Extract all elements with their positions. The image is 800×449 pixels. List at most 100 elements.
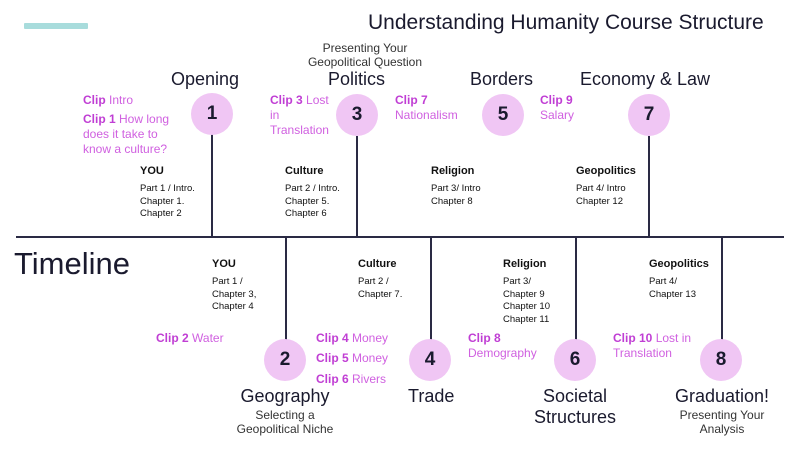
milestone-2-topic: Geography: [240, 386, 330, 406]
part-title: Culture: [285, 165, 324, 177]
part-line: Chapter 4: [212, 301, 254, 312]
clip-text: Intro: [109, 93, 134, 107]
part-line: Part 2 / Intro.: [285, 183, 340, 194]
milestone-1-circle: 1: [191, 93, 233, 135]
connector-line-4: [430, 238, 432, 340]
milestone-7-circle: 7: [628, 94, 670, 136]
connector-line-2: [285, 238, 287, 340]
clip-text: Money: [352, 331, 389, 345]
clip-label: Clip: [83, 93, 106, 107]
subtitle-text: Presenting Your Analysis: [679, 408, 765, 436]
clip-3: Clip 3 Lost in Translation: [270, 93, 334, 138]
milestone-2-subtitle: Selecting a Geopolitical Niche: [225, 408, 345, 436]
clip-label: Clip 10: [613, 331, 653, 345]
part-line: Part 2 /: [358, 276, 389, 287]
part-line: Chapter 7.: [358, 288, 403, 300]
milestone-6-circle: 6: [554, 339, 596, 381]
milestone-5-parts: Religion Part 3/ Intro Chapter 8: [431, 165, 481, 208]
milestone-3-topic: Politics: [328, 69, 386, 89]
part-line: Chapter 11: [503, 313, 550, 325]
milestone-6-parts: Religion Part 3/ Chapter 9 Chapter 10 Ch…: [503, 258, 550, 326]
milestone-4-parts: Culture Part 2 / Chapter 7.: [358, 258, 402, 301]
clip-6: Clip 6 Rivers: [316, 372, 386, 387]
milestone-8-subtitle: Presenting Your Analysis: [664, 408, 780, 436]
part-line: Chapter 2: [140, 208, 182, 219]
clip-label: Clip 9: [540, 93, 573, 107]
part-line: Part 4/ Intro: [576, 183, 626, 194]
clip-7: Clip 7 Nationalism: [395, 93, 467, 123]
clip-8: Clip 8 Demography: [468, 331, 550, 361]
milestone-4-circle: 4: [409, 339, 451, 381]
connector-line-1: [211, 134, 213, 236]
subtitle-text: Presenting Your Geopolitical Question: [307, 41, 423, 69]
milestone-2-parts: YOU Part 1 / Chapter 3, Chapter 4: [212, 258, 256, 314]
clip-label: Clip 1: [83, 112, 116, 126]
milestone-5-circle: 5: [482, 94, 524, 136]
part-line: Part 3/ Intro: [431, 183, 481, 194]
connector-line-8: [721, 238, 723, 340]
clip-label: Clip 7: [395, 93, 428, 107]
clip-text: How long does it take to know a culture?: [83, 112, 170, 156]
milestone-1-parts: YOU Part 1 / Intro. Chapter 1. Chapter 2: [140, 165, 195, 221]
milestone-7-parts: Geopolitics Part 4/ Intro Chapter 12: [576, 165, 636, 208]
page-title: Understanding Humanity Course Structure: [368, 11, 764, 34]
clip-text: Lost in Translation: [613, 331, 692, 360]
part-title: YOU: [212, 258, 236, 270]
part-title: Geopolitics: [649, 258, 709, 270]
milestone-3-circle: 3: [336, 94, 378, 136]
topic-text: Societal Structures: [533, 386, 617, 427]
connector-line-7: [648, 136, 650, 236]
clip-2: Clip 2 Water: [156, 331, 224, 346]
part-line: Chapter 3,: [212, 288, 257, 300]
part-line: Part 1 / Intro.: [140, 183, 195, 194]
milestone-7-topic: Economy & Law: [580, 69, 711, 89]
clip-10: Clip 10 Lost in Translation: [613, 331, 703, 361]
part-line: Chapter 13: [649, 288, 697, 300]
milestone-8-parts: Geopolitics Part 4/ Chapter 13: [649, 258, 709, 301]
milestone-5-topic: Borders: [470, 69, 534, 89]
milestone-8-topic: Graduation!: [674, 386, 770, 406]
clip-text: Nationalism: [395, 108, 458, 122]
connector-line-6: [575, 238, 577, 340]
clip-text: Salary: [540, 108, 575, 122]
part-line: Chapter 12: [576, 195, 624, 207]
connector-line-3: [356, 136, 358, 236]
clip-label: Clip 2: [156, 331, 189, 345]
milestone-6-topic: Societal Structures: [515, 386, 635, 428]
accent-bar: [24, 23, 88, 29]
clip-4: Clip 4 Money: [316, 331, 388, 346]
part-title: Geopolitics: [576, 165, 636, 177]
part-line: Part 1 /: [212, 276, 243, 287]
part-line: Chapter 8: [431, 195, 473, 207]
clip-text: Rivers: [352, 372, 387, 386]
milestone-8-circle: 8: [700, 339, 742, 381]
clip-label: Clip 3: [270, 93, 303, 107]
clip-label: Clip 6: [316, 372, 349, 386]
milestone-3-parts: Culture Part 2 / Intro. Chapter 5. Chapt…: [285, 165, 340, 221]
part-line: Chapter 9: [503, 288, 545, 300]
part-title: Religion: [503, 258, 547, 270]
clip-intro: Clip Intro: [83, 93, 133, 108]
clip-label: Clip 5: [316, 351, 349, 365]
clip-label: Clip 8: [468, 331, 501, 345]
milestone-1-topic: Opening: [171, 69, 240, 89]
clip-1: Clip 1 How long does it take to know a c…: [83, 112, 183, 157]
milestone-4-topic: Trade: [408, 386, 455, 406]
clip-text: Lost in Translation: [270, 93, 329, 137]
clip-text: Demography: [468, 346, 537, 360]
part-title: YOU: [140, 165, 164, 177]
clip-5: Clip 5 Money: [316, 351, 388, 366]
part-title: Culture: [358, 258, 397, 270]
part-line: Chapter 6: [285, 208, 327, 219]
clip-text: Water: [192, 331, 224, 345]
timeline-axis: [16, 236, 784, 238]
clip-text: Money: [352, 351, 389, 365]
clip-label: Clip 4: [316, 331, 349, 345]
clip-9: Clip 9 Salary: [540, 93, 585, 123]
part-line: Chapter 5.: [285, 195, 330, 207]
milestone-2-circle: 2: [264, 339, 306, 381]
part-line: Chapter 10: [503, 301, 551, 312]
timeline-label: Timeline: [14, 246, 130, 281]
part-title: Religion: [431, 165, 475, 177]
part-line: Chapter 1.: [140, 195, 185, 207]
